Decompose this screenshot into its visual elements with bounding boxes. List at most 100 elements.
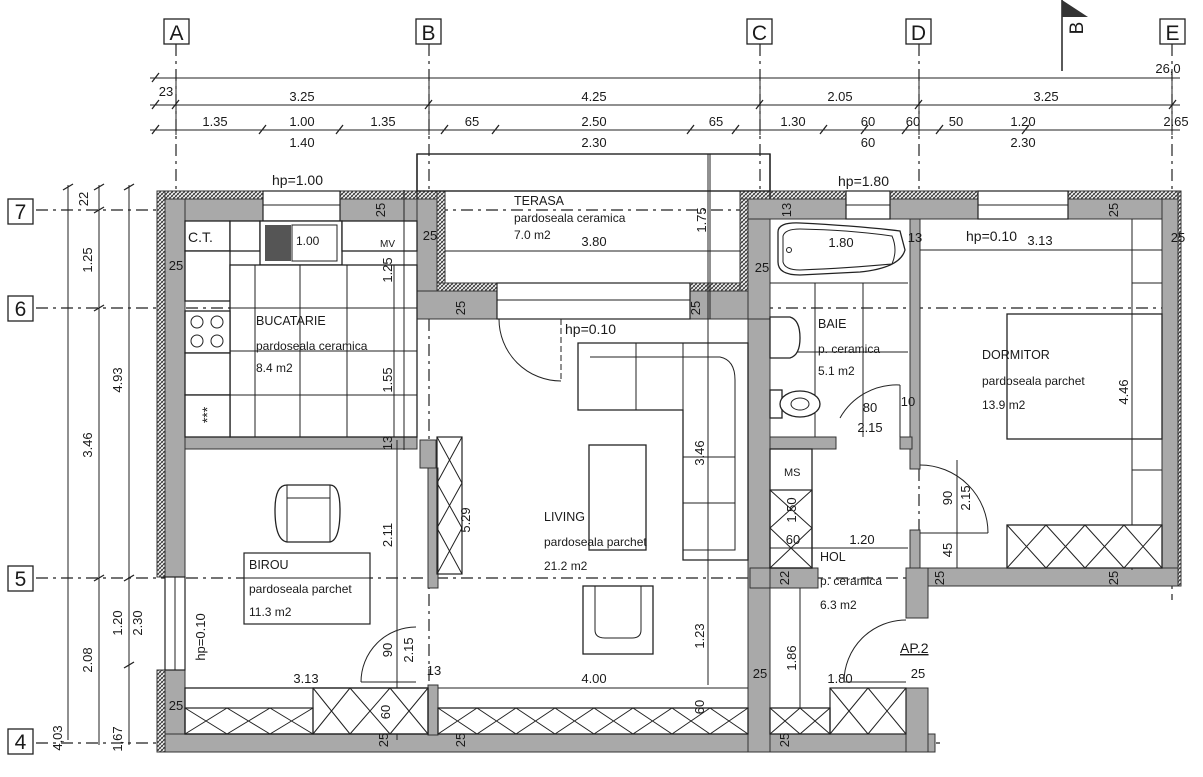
svg-text:80: 80 — [863, 400, 877, 415]
svg-text:1.00: 1.00 — [296, 234, 320, 248]
svg-text:pardoseala parchet: pardoseala parchet — [982, 374, 1085, 388]
svg-text:22: 22 — [777, 571, 792, 585]
svg-text:25: 25 — [453, 733, 468, 747]
svg-text:5.29: 5.29 — [458, 507, 473, 532]
svg-text:2.30: 2.30 — [130, 610, 145, 635]
svg-text:25: 25 — [911, 666, 925, 681]
svg-text:***: *** — [199, 406, 215, 423]
svg-text:BUCATARIE: BUCATARIE — [256, 314, 326, 328]
svg-text:2.30: 2.30 — [1010, 135, 1035, 150]
svg-text:25: 25 — [1106, 571, 1121, 585]
room-label-terasa: TERASA pardoseala ceramica 7.0 m2 — [514, 194, 626, 242]
terrace — [416, 153, 771, 319]
svg-text:25: 25 — [1106, 203, 1121, 217]
ct-label: C.T. — [188, 229, 213, 245]
svg-text:BIROU: BIROU — [249, 558, 289, 572]
svg-text:1.20: 1.20 — [110, 610, 125, 635]
svg-text:25: 25 — [1171, 230, 1185, 245]
svg-text:hp=0.10: hp=0.10 — [193, 613, 208, 660]
axis-marker-D: D — [905, 18, 932, 45]
svg-text:2.50: 2.50 — [581, 114, 606, 129]
svg-text:3.13: 3.13 — [293, 671, 318, 686]
svg-text:2.30: 2.30 — [581, 135, 606, 150]
svg-text:1.23: 1.23 — [692, 623, 707, 648]
svg-text:6.3 m2: 6.3 m2 — [820, 598, 857, 612]
svg-text:pardoseala parchet: pardoseala parchet — [249, 582, 352, 596]
svg-text:2.08: 2.08 — [80, 647, 95, 672]
svg-text:1.00: 1.00 — [289, 114, 314, 129]
svg-text:26,0: 26,0 — [1155, 61, 1180, 76]
svg-text:2.15: 2.15 — [857, 420, 882, 435]
room-label-hol: HOL p. ceramica 6.3 m2 — [820, 550, 882, 612]
svg-text:4.00: 4.00 — [581, 671, 606, 686]
svg-text:6: 6 — [15, 298, 27, 321]
room-label-dormitor: DORMITOR pardoseala parchet 13.9 m2 — [982, 348, 1085, 412]
axis-marker-B: B — [415, 18, 442, 45]
svg-text:E: E — [1165, 22, 1179, 45]
axis-marker-6: 6 — [7, 295, 34, 322]
svg-text:25: 25 — [376, 733, 391, 747]
mv-label: MV — [380, 239, 395, 250]
svg-text:1.40: 1.40 — [289, 135, 314, 150]
svg-text:p. ceramica: p. ceramica — [820, 574, 882, 588]
svg-text:4.25: 4.25 — [581, 89, 606, 104]
svg-text:65: 65 — [465, 114, 479, 129]
svg-text:2.05: 2.05 — [827, 89, 852, 104]
svg-text:1.35: 1.35 — [202, 114, 227, 129]
svg-text:7: 7 — [15, 201, 27, 224]
svg-text:4.93: 4.93 — [110, 367, 125, 392]
apartment-label: AP.2 — [900, 640, 929, 656]
svg-text:65: 65 — [709, 114, 723, 129]
hall: MS 1.50 60 1.20 1.86 1.80 25 22 25 AP.2 — [769, 448, 929, 747]
svg-text:1.55: 1.55 — [380, 367, 395, 392]
bedroom-window-hp: hp=0.10 — [966, 228, 1017, 244]
axis-marker-E: E — [1159, 18, 1186, 45]
svg-text:13: 13 — [779, 203, 794, 217]
svg-text:1.30: 1.30 — [780, 114, 805, 129]
svg-text:1.75: 1.75 — [694, 207, 709, 232]
svg-text:D: D — [911, 22, 926, 45]
ms-label: MS — [784, 467, 801, 479]
svg-text:60: 60 — [378, 705, 393, 719]
svg-text:5: 5 — [15, 568, 27, 591]
svg-text:60: 60 — [692, 700, 707, 714]
svg-text:11.3 m2: 11.3 m2 — [249, 605, 292, 619]
kitchen: C.T. MV 1.00 *** 1.25 1.55 13 — [184, 190, 418, 450]
axis-marker-A: A — [163, 18, 190, 45]
room-label-baie: BAIE p. ceramica 5.1 m2 — [818, 317, 880, 378]
svg-text:7.0 m2: 7.0 m2 — [514, 228, 551, 242]
svg-text:2.15: 2.15 — [958, 485, 973, 510]
windows — [164, 190, 1069, 671]
svg-text:13: 13 — [380, 436, 395, 450]
bathroom: 1.80 13 80 2.15 10 25 13 — [755, 203, 922, 437]
svg-text:3.46: 3.46 — [692, 440, 707, 465]
svg-text:DORMITOR: DORMITOR — [982, 348, 1050, 362]
svg-text:4,03: 4,03 — [50, 725, 65, 750]
svg-text:25: 25 — [753, 666, 767, 681]
svg-text:pardoseala ceramica: pardoseala ceramica — [256, 339, 368, 353]
svg-text:60: 60 — [861, 114, 875, 129]
office: 3.13 2.11 90 2.15 60 5.29 hp=0.10 25 13 … — [169, 436, 473, 747]
svg-text:23: 23 — [159, 84, 173, 99]
axis-marker-C: C — [746, 18, 773, 45]
top-dimensions: 23 26,0 3.25 4.25 2.05 3.25 1.35 1.00 1.… — [150, 61, 1189, 150]
svg-text:25: 25 — [453, 301, 468, 315]
svg-text:3.25: 3.25 — [289, 89, 314, 104]
svg-text:25: 25 — [932, 571, 947, 585]
svg-text:25: 25 — [755, 260, 769, 275]
svg-text:2.15: 2.15 — [401, 637, 416, 662]
svg-text:1.25: 1.25 — [80, 247, 95, 272]
svg-text:90: 90 — [940, 491, 955, 505]
room-label-birou: BIROU pardoseala parchet 11.3 m2 — [249, 558, 352, 619]
bath-window-hp: hp=1.80 — [838, 173, 889, 189]
svg-text:13.9 m2: 13.9 m2 — [982, 398, 1026, 412]
svg-text:10: 10 — [901, 394, 915, 409]
svg-text:1.25: 1.25 — [380, 257, 395, 282]
svg-text:45: 45 — [940, 543, 955, 557]
svg-text:22: 22 — [76, 192, 91, 206]
room-label-living: LIVING pardoseala parchet 21.2 m2 — [544, 510, 647, 573]
bedroom: hp=0.10 3.13 4.46 90 2.15 45 25 25 25 25 — [919, 203, 1185, 585]
svg-text:1.86: 1.86 — [784, 645, 799, 670]
svg-text:13: 13 — [427, 663, 441, 678]
